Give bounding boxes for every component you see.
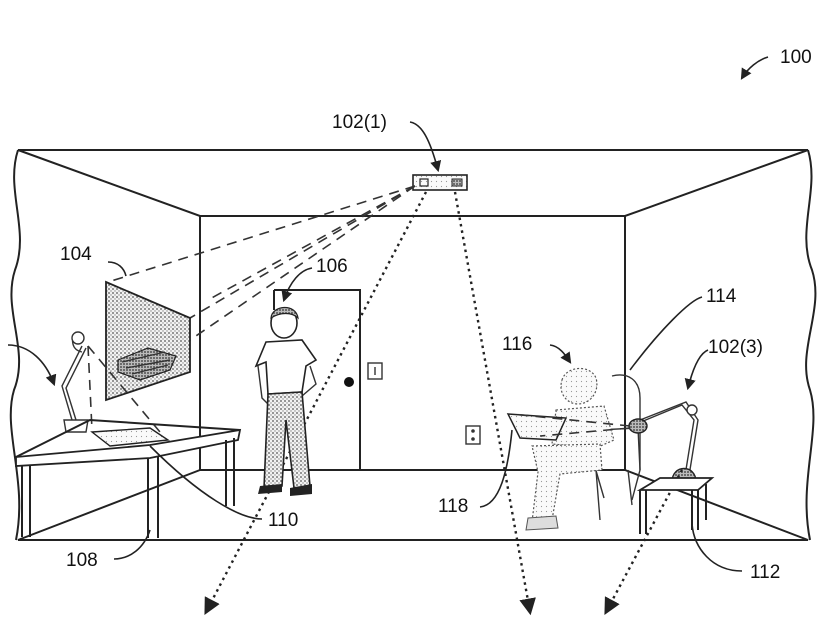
desk-lamp: [61, 331, 161, 433]
label-106: 106: [316, 256, 348, 277]
label-114: 114: [706, 286, 737, 307]
label-116: 116: [502, 334, 532, 355]
light-switch: [367, 362, 383, 380]
floor: [17, 469, 809, 541]
lamp-projector: [511, 401, 699, 615]
handheld-display: [506, 413, 568, 441]
wall-outlet: [465, 425, 481, 445]
label-102-1: 102(1): [332, 112, 387, 133]
right-wall-edge: [805, 149, 817, 541]
door: [273, 289, 361, 470]
sensing-beams: [204, 191, 536, 616]
projection-beams: [107, 185, 416, 341]
table: [15, 418, 242, 538]
door-knob: [344, 377, 354, 387]
seated-user: [525, 367, 615, 531]
label-110: 110: [268, 510, 298, 531]
wall-display: [105, 280, 191, 402]
label-100: 100: [780, 47, 812, 68]
side-table: [636, 477, 715, 534]
label-112: 112: [750, 562, 780, 583]
back-wall: [199, 216, 626, 471]
label-108: 108: [66, 550, 98, 571]
room: [9, 149, 817, 541]
label-102-3: 102(3): [708, 337, 763, 358]
leader-lines: [7, 56, 769, 572]
standing-user: [254, 306, 318, 496]
label-104: 104: [60, 244, 92, 265]
label-118: 118: [438, 496, 468, 517]
ceiling-projector: [412, 174, 468, 191]
